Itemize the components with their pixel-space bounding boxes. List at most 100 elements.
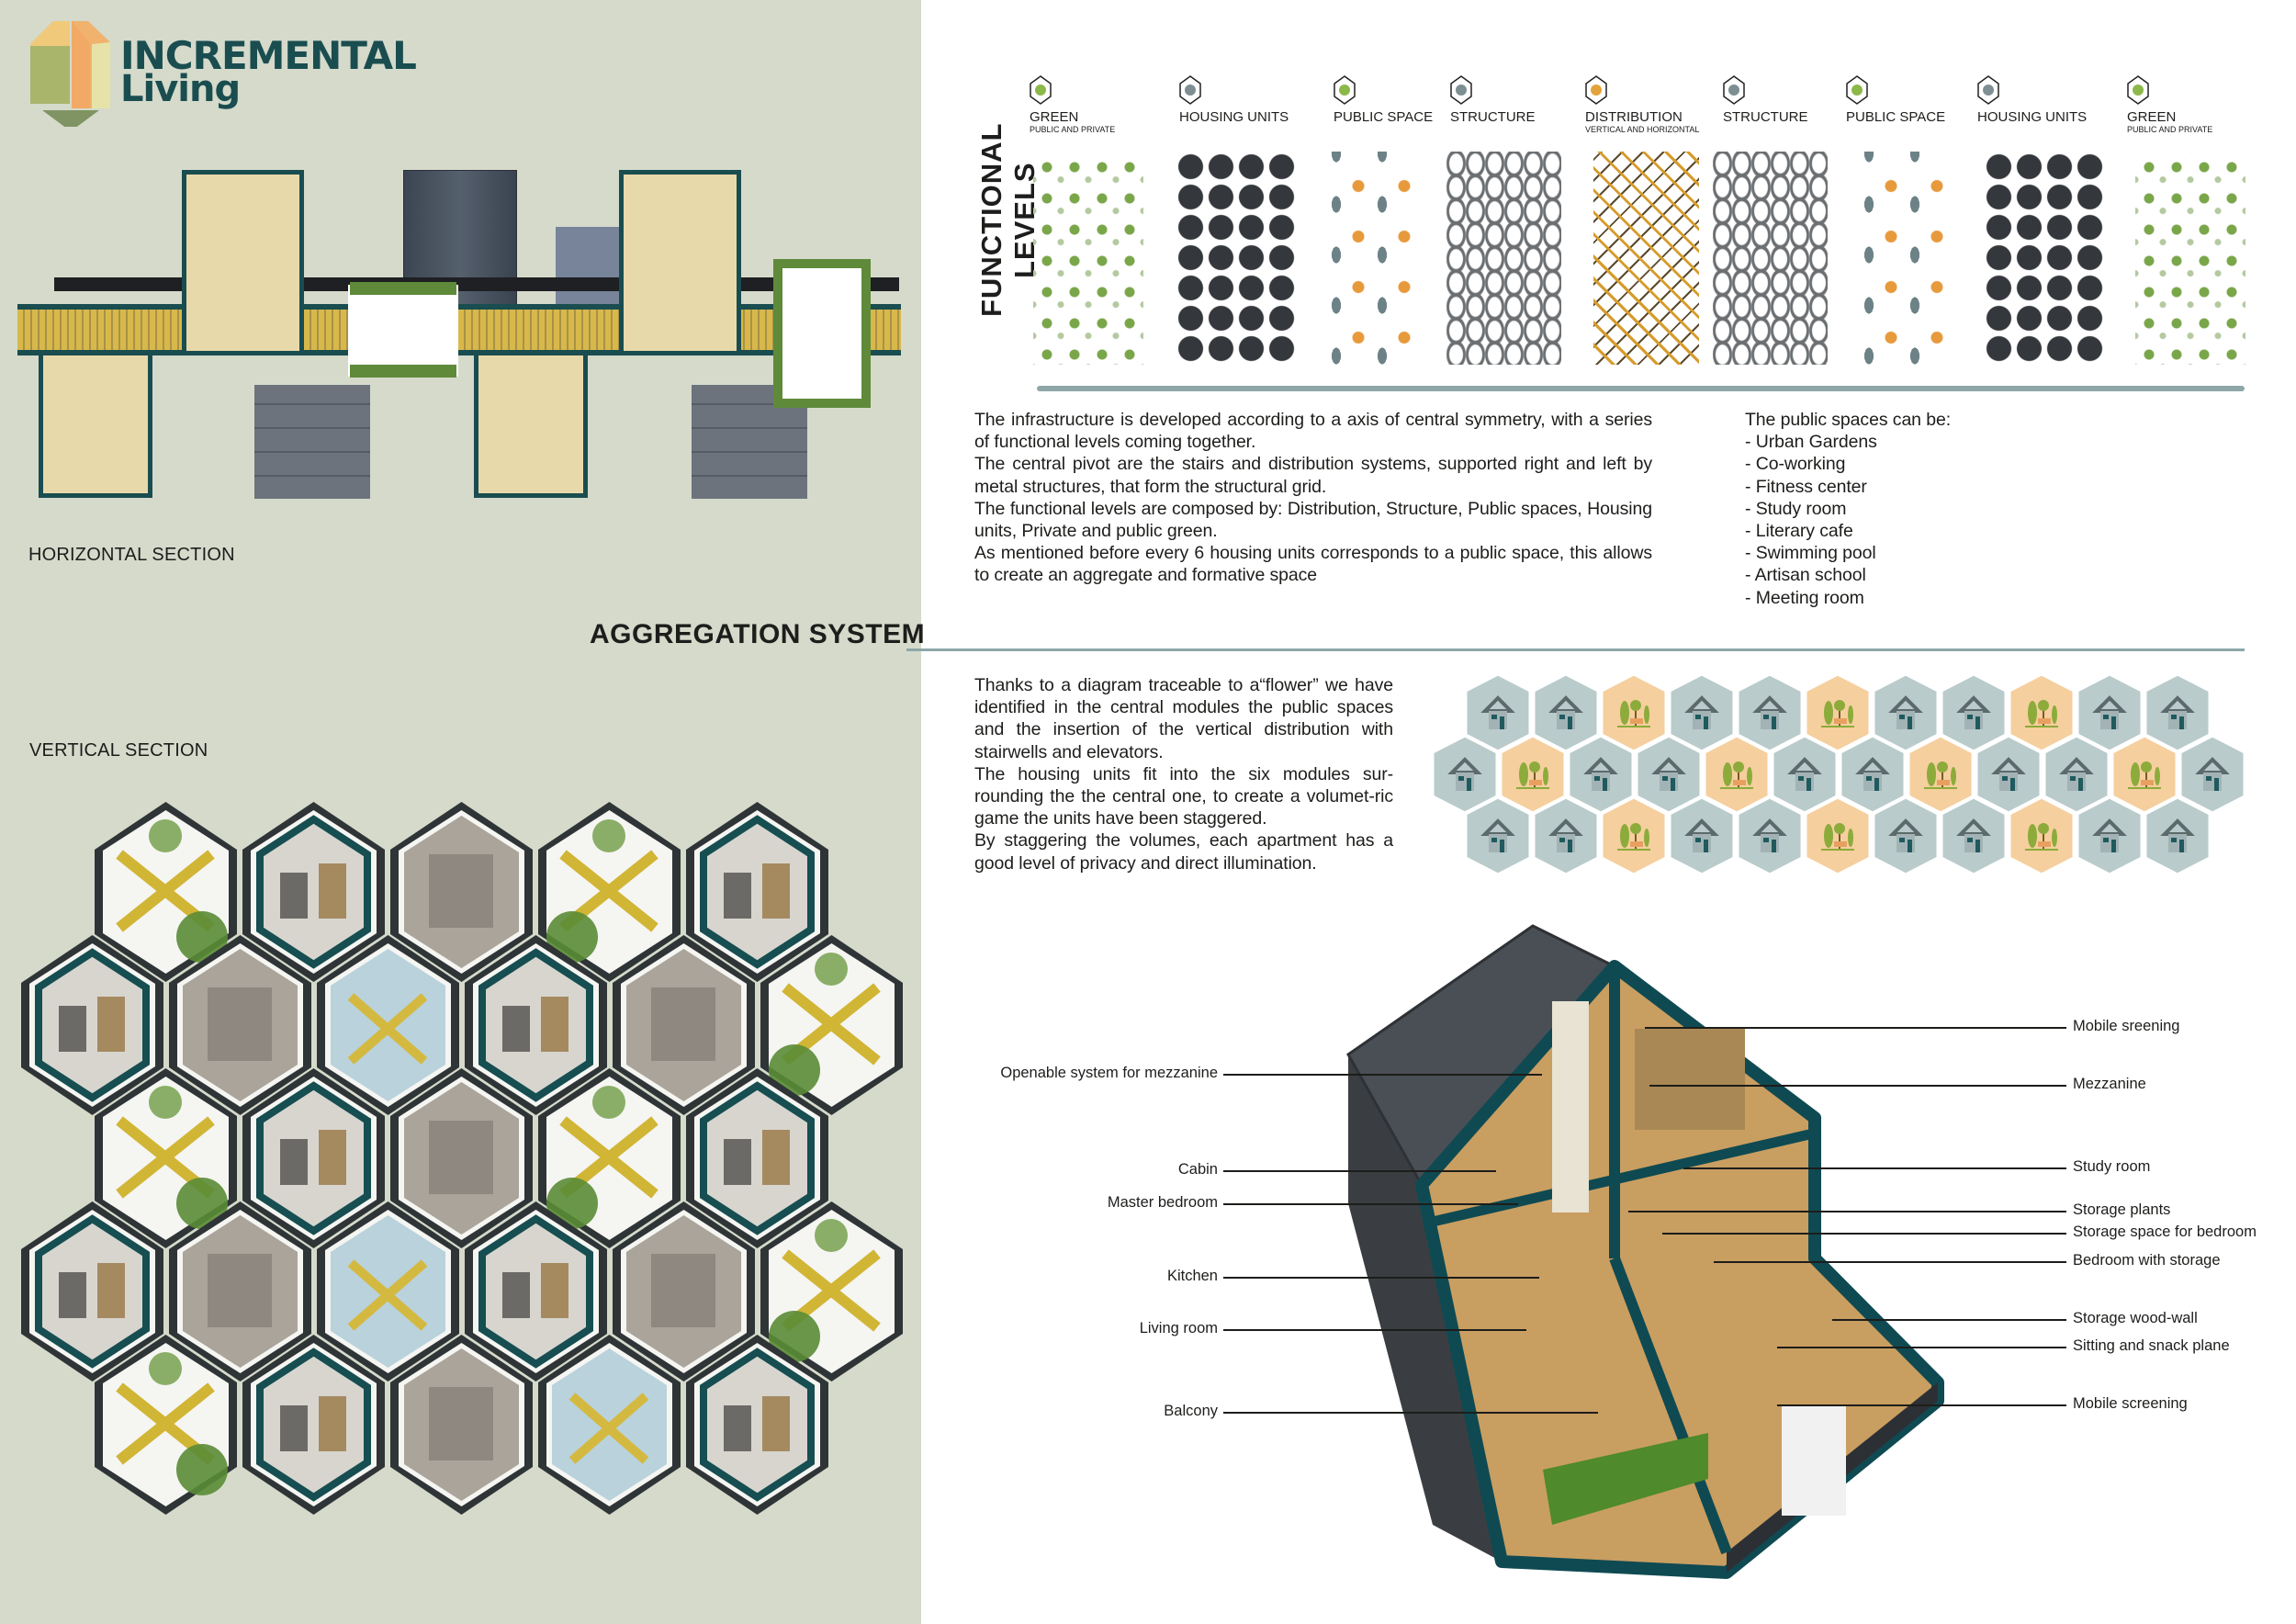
housing-module — [1736, 795, 1804, 876]
level-label: STRUCTURE — [1450, 109, 1536, 125]
housing-module — [2144, 795, 2212, 876]
tree-icon — [1927, 762, 1936, 786]
module-housing — [686, 1335, 828, 1515]
level-label: GREEN — [2127, 109, 2177, 125]
module-stair — [613, 935, 755, 1115]
public-spaces-list: The public spaces can be: - Urban Garden… — [1745, 409, 2020, 609]
leader-line — [1777, 1404, 2066, 1406]
leader-line — [1223, 1329, 1526, 1331]
house-icon — [1179, 75, 1201, 105]
level-label: PUBLIC SPACE — [1846, 109, 1946, 125]
list-item: - Urban Gardens — [1745, 432, 1877, 453]
module-housing — [686, 802, 828, 982]
module-housing — [465, 1201, 607, 1382]
level-illustration-house — [1984, 152, 2103, 365]
tree-icon — [1846, 75, 1868, 105]
level-illustration-pub — [1864, 152, 1956, 365]
list-item: - Meeting room — [1745, 587, 1864, 608]
housing-module — [1567, 734, 1635, 815]
housing-module — [1940, 795, 2008, 876]
module-distribution — [95, 1335, 237, 1515]
house-label: Master bedroom — [1107, 1194, 1218, 1211]
leader-line — [1223, 1412, 1598, 1414]
public-space-module — [1600, 795, 1668, 876]
house-label: Bedroom with storage — [2073, 1252, 2221, 1269]
level-dist: DISTRIBUTION VERTICAL AND HORIZONTAL — [1585, 75, 1699, 134]
tree-icon — [1824, 701, 1833, 725]
module-distribution — [760, 935, 903, 1115]
leader-line — [1777, 1347, 2066, 1348]
module-distribution — [538, 1068, 681, 1248]
level-label: GREEN — [1030, 109, 1079, 125]
module-housing — [242, 1068, 385, 1248]
module-distribution — [760, 1201, 903, 1382]
tree-icon — [2131, 762, 2140, 786]
level-illustration-green — [2135, 152, 2245, 365]
leader-line — [1223, 1170, 1496, 1172]
housing-module — [1872, 672, 1940, 753]
paragraph: The functional levels are composed by: D… — [974, 498, 1652, 542]
house-label: Sitting and snack plane — [2073, 1337, 2230, 1354]
tree-icon — [1519, 762, 1528, 786]
house-label: Storage plants — [2073, 1201, 2171, 1218]
house-label: Balcony — [1164, 1403, 1218, 1419]
tree-icon — [1620, 824, 1629, 848]
paragraph: The housing units fit into the six modul… — [974, 763, 1393, 829]
tree-icon — [2028, 824, 2037, 848]
housing-module — [1771, 734, 1839, 815]
housing-module — [1668, 795, 1736, 876]
logo-title: INCREMENTAL — [120, 33, 417, 78]
module-housing — [242, 1335, 385, 1515]
module-housing — [21, 935, 163, 1115]
module-housing — [21, 1201, 163, 1382]
aggregation-divider — [906, 648, 2245, 651]
house-label: Storage space for bedroom — [2073, 1224, 2257, 1240]
tree-icon — [1620, 701, 1629, 725]
list-item: - Fitness center — [1745, 476, 1867, 497]
module-distribution — [538, 802, 681, 982]
leader-line — [1223, 1203, 1518, 1205]
level-sublabel: PUBLIC AND PRIVATE — [1030, 125, 1116, 134]
list-item: - Co-working — [1745, 454, 1846, 475]
public-space-module — [1804, 795, 1872, 876]
list-item: - Study room — [1745, 498, 1847, 519]
house-label: Mobile screening — [2073, 1395, 2188, 1412]
leaf-icon — [1030, 75, 1052, 105]
level-green: GREEN PUBLIC AND PRIVATE — [1030, 75, 1115, 134]
level-label: STRUCTURE — [1723, 109, 1808, 125]
leader-line — [1223, 1074, 1542, 1076]
tree-icon — [1824, 824, 1833, 848]
level-pub: PUBLIC SPACE — [1846, 75, 1945, 125]
module-pool — [317, 935, 459, 1115]
list-item: - Swimming pool — [1745, 543, 1876, 564]
aggregation-description: Thanks to a diagram traceable to a“flowe… — [974, 674, 1393, 874]
housing-module — [1872, 795, 1940, 876]
leader-line — [1714, 1261, 2066, 1263]
logo-subtitle: Living — [120, 68, 241, 110]
level-illustration-green — [1033, 152, 1143, 365]
horizontal-section-drawing — [17, 170, 901, 501]
module-public — [95, 802, 237, 982]
leader-line — [1683, 1167, 2066, 1169]
module-housing — [465, 935, 607, 1115]
level-label: PUBLIC SPACE — [1334, 109, 1434, 125]
aggregation-diagram — [1431, 672, 2246, 876]
tree-icon — [2028, 701, 2037, 725]
stairs-icon — [1585, 75, 1607, 105]
housing-module — [1839, 734, 1907, 815]
list-intro: The public spaces can be: — [1745, 410, 1952, 430]
level-label: DISTRIBUTION — [1585, 109, 1683, 125]
house-label: Mobile sreening — [2073, 1018, 2180, 1034]
housing-module — [2076, 795, 2144, 876]
level-sublabel: PUBLIC AND PRIVATE — [2127, 125, 2213, 134]
divider — [1037, 386, 2245, 391]
house-label: Storage wood-wall — [2073, 1310, 2198, 1326]
level-sublabel: VERTICAL AND HORIZONTAL — [1585, 125, 1700, 134]
leader-line — [1628, 1211, 2066, 1212]
module-stair — [169, 935, 311, 1115]
level-illustration-house — [1176, 152, 1295, 365]
vertical-section-label: VERTICAL SECTION — [29, 740, 208, 761]
module-stair — [390, 1068, 533, 1248]
logo-hexagon-icon — [30, 21, 110, 127]
list-item: - Literary cafe — [1745, 521, 1853, 542]
